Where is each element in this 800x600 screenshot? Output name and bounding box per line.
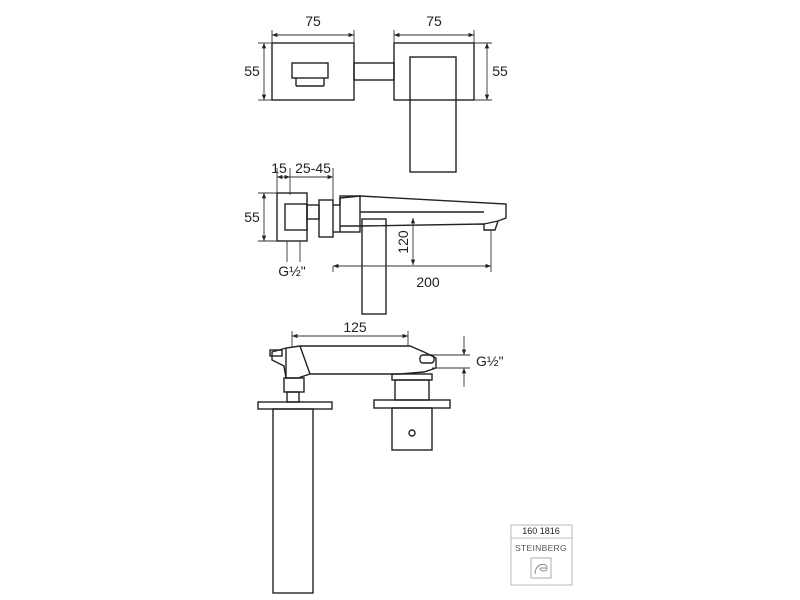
side-flange bbox=[318, 199, 334, 238]
dim-side-offset: 15 bbox=[271, 160, 287, 176]
top-lever bbox=[409, 56, 457, 173]
side-lever bbox=[361, 218, 387, 315]
bottom-lever bbox=[272, 408, 314, 594]
dim-top-left-width: 75 bbox=[305, 13, 321, 29]
dim-bottom-thread: G½" bbox=[476, 353, 504, 369]
dim-side-height: 55 bbox=[244, 209, 260, 225]
label-box: 160 1816 STEINBERG bbox=[510, 524, 573, 586]
top-view: 75 75 55 55 bbox=[244, 13, 508, 173]
bottom-view: 125 G½" bbox=[257, 319, 504, 594]
dim-side-thread: G½" bbox=[278, 263, 306, 279]
top-left-knob bbox=[291, 62, 329, 79]
article-number: 160 1816 bbox=[522, 526, 560, 536]
dim-spout-drop: 120 bbox=[395, 230, 411, 254]
dim-top-right-width: 75 bbox=[426, 13, 442, 29]
bottom-left-plate bbox=[257, 401, 333, 410]
bottom-cartridge bbox=[391, 407, 433, 451]
top-connector bbox=[353, 62, 395, 81]
top-right-body bbox=[393, 42, 475, 101]
side-body bbox=[276, 192, 308, 242]
dim-spout-length: 200 bbox=[416, 274, 440, 290]
bottom-right-plate bbox=[373, 399, 451, 409]
bottom-spout bbox=[271, 345, 437, 379]
top-left-body bbox=[271, 42, 355, 101]
spout bbox=[339, 195, 507, 231]
dim-top-left-height: 55 bbox=[244, 63, 260, 79]
dim-side-range: 25-45 bbox=[295, 160, 331, 176]
dim-top-right-height: 55 bbox=[492, 63, 508, 79]
side-view: 15 25-45 55 G½" 120 200 bbox=[244, 160, 507, 315]
dim-bottom-length: 125 bbox=[343, 319, 367, 335]
brand-name: STEINBERG bbox=[515, 543, 567, 553]
brand-logo-icon bbox=[530, 557, 552, 579]
